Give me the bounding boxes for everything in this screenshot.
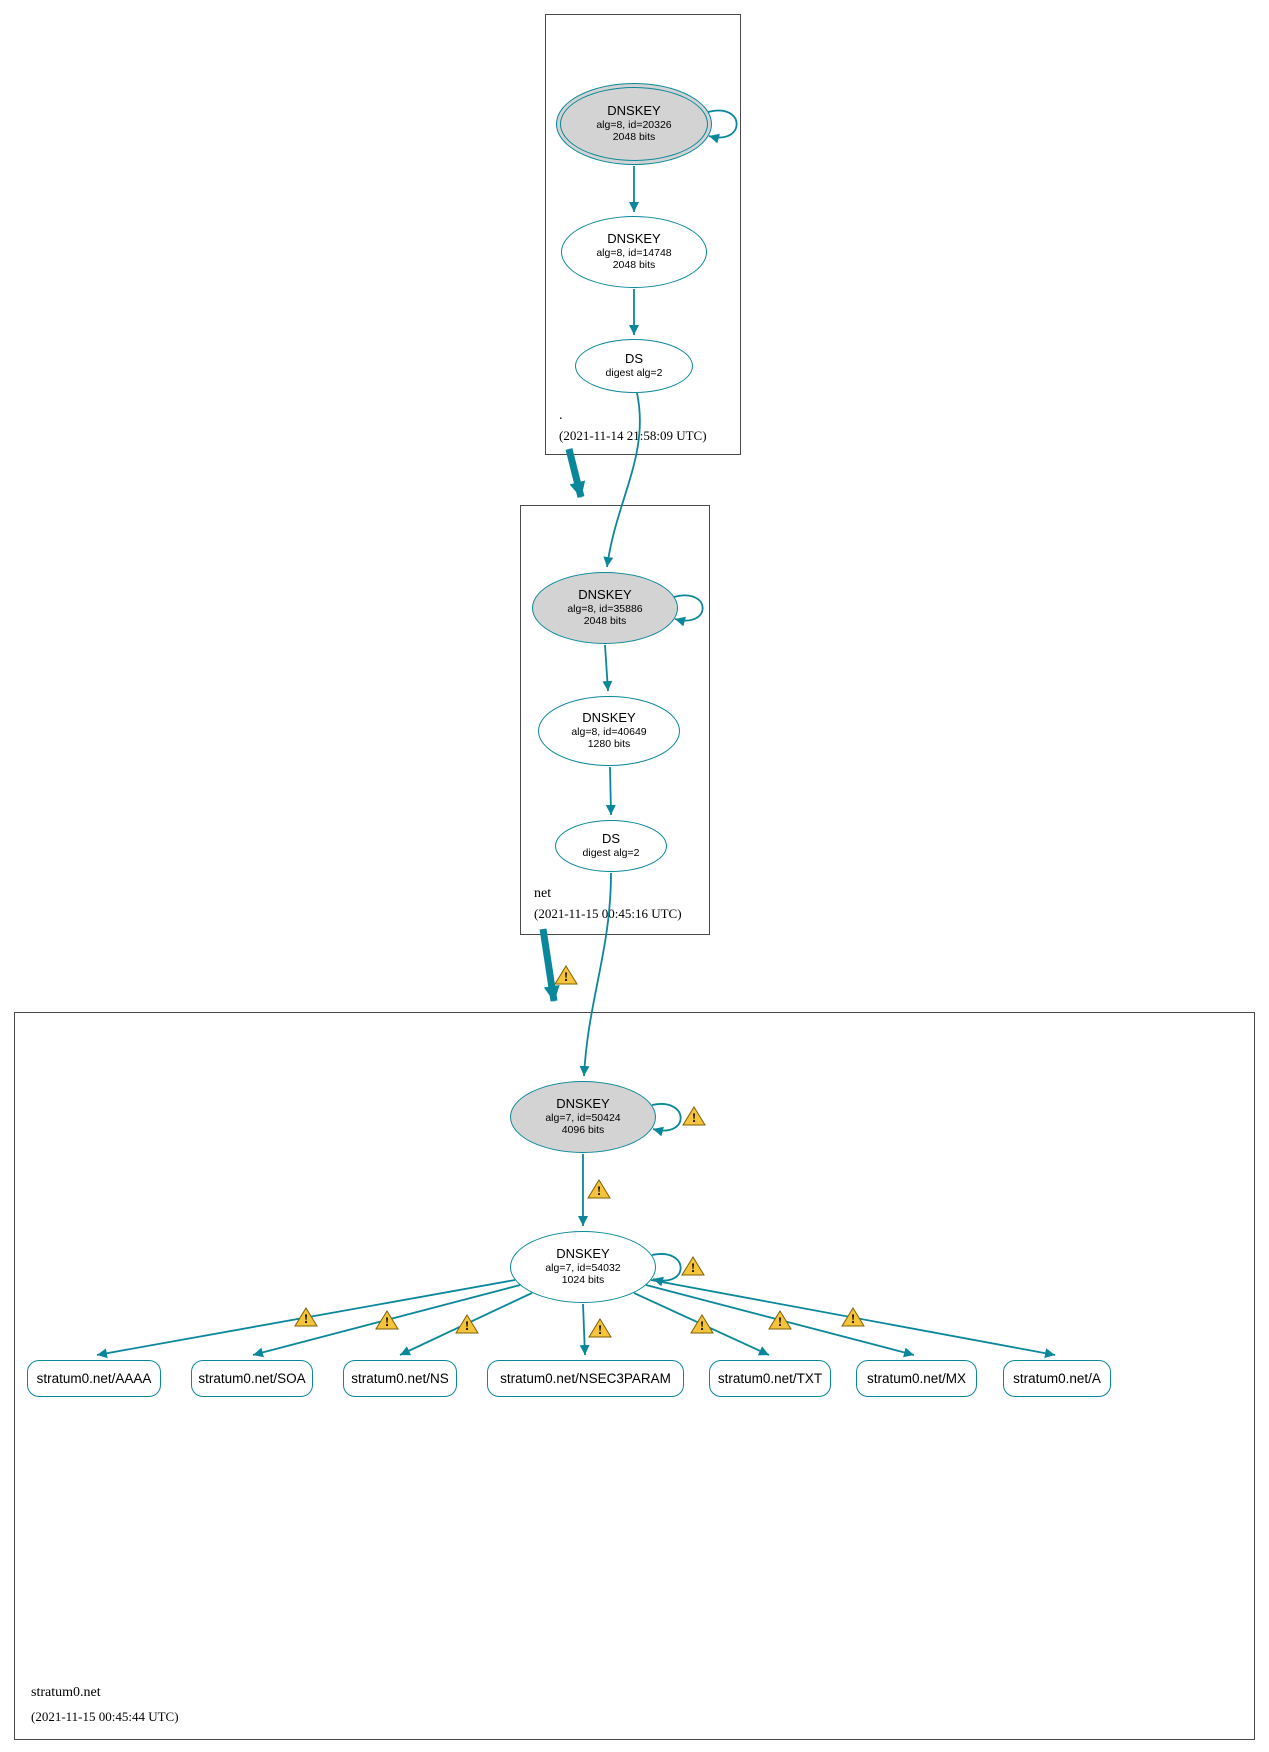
warning-glyph: ! [692, 1110, 696, 1125]
node-title: DNSKEY [556, 1245, 610, 1261]
zone-box-net: net (2021-11-15 00:45:16 UTC) [520, 505, 710, 935]
edge-rrsig-nsec3param [579, 1303, 590, 1356]
warning-triangle-icon: ! [768, 1310, 792, 1330]
node-detail: alg=8, id=14748 [596, 246, 672, 259]
zone-name-stratum0: stratum0.net [31, 1685, 101, 1700]
rrset-label: stratum0.net/MX [866, 1371, 967, 1386]
zone-timestamp-root: (2021-11-14 21:58:09 UTC) [559, 428, 707, 443]
dnskey-node-net-ksk: DNSKEY alg=8, id=35886 2048 bits [532, 572, 678, 644]
rrset-node-txt: stratum0.net/TXT [709, 1360, 831, 1397]
edge-net-zsk-ds [605, 766, 616, 816]
self-loop-stratum0-ksk [651, 1103, 682, 1137]
rrset-label: stratum0.net/TXT [717, 1371, 823, 1386]
warning-glyph: ! [385, 1314, 389, 1329]
node-detail: alg=7, id=50424 [545, 1111, 621, 1124]
node-detail: alg=7, id=54032 [545, 1261, 621, 1274]
rrset-node-aaaa: stratum0.net/AAAA [27, 1360, 161, 1397]
rrset-label: stratum0.net/A [1013, 1371, 1101, 1386]
node-title: DS [601, 831, 621, 847]
dnskey-node-root-zsk: DNSKEY alg=8, id=14748 2048 bits [561, 216, 707, 288]
rrset-label: stratum0.net/SOA [198, 1371, 306, 1386]
dnskey-node-root-ksk: DNSKEY alg=8, id=20326 2048 bits [556, 83, 712, 165]
edge-net-ds-stratum0-ksk [579, 872, 612, 1077]
rrset-node-a: stratum0.net/A [1003, 1360, 1111, 1397]
self-loop-net-ksk [673, 594, 704, 627]
warning-triangle-icon: ! [587, 1179, 611, 1199]
node-detail: alg=8, id=20326 [596, 118, 672, 131]
warning-glyph: ! [691, 1260, 695, 1275]
zone-box-stratum0: stratum0.net (2021-11-15 00:45:44 UTC) [14, 1012, 1255, 1740]
edge-net-ksk-zsk [602, 644, 613, 692]
zone-name-root: . [559, 408, 563, 423]
rrset-node-ns: stratum0.net/NS [343, 1360, 457, 1397]
warning-glyph: ! [564, 969, 568, 984]
warning-glyph: ! [778, 1314, 782, 1329]
warning-triangle-icon: ! [554, 965, 578, 985]
rrset-node-mx: stratum0.net/MX [856, 1360, 977, 1397]
dnskey-node-stratum0-zsk: DNSKEY alg=7, id=54032 1024 bits [510, 1231, 656, 1303]
warning-triangle-icon: ! [375, 1310, 399, 1330]
node-detail: digest alg=2 [605, 367, 663, 380]
ds-node-net: DS digest alg=2 [555, 820, 667, 872]
warning-triangle-icon: ! [690, 1314, 714, 1334]
node-bits: 2048 bits [612, 259, 656, 272]
warning-triangle-icon: ! [294, 1307, 318, 1327]
node-title: DS [624, 351, 644, 367]
warning-triangle-icon: ! [588, 1318, 612, 1338]
node-detail: alg=8, id=35886 [567, 602, 643, 615]
rrset-node-nsec3param: stratum0.net/NSEC3PARAM [487, 1360, 684, 1397]
zone-timestamp-stratum0: (2021-11-15 00:45:44 UTC) [31, 1709, 179, 1724]
warning-triangle-icon: ! [681, 1256, 705, 1276]
node-bits: 4096 bits [561, 1124, 605, 1137]
warning-glyph: ! [700, 1318, 704, 1333]
warning-glyph: ! [597, 1183, 601, 1198]
node-detail: digest alg=2 [582, 847, 640, 860]
warning-glyph: ! [851, 1311, 855, 1326]
rrset-label: stratum0.net/AAAA [36, 1371, 152, 1386]
node-title: DNSKEY [607, 230, 661, 246]
zone-name-net: net [534, 886, 552, 901]
dnskey-node-stratum0-ksk: DNSKEY alg=7, id=50424 4096 bits [510, 1081, 656, 1153]
node-title: DNSKEY [556, 1095, 610, 1111]
warning-glyph: ! [465, 1318, 469, 1333]
warning-triangle-icon: ! [841, 1307, 865, 1327]
node-bits: 2048 bits [612, 131, 656, 144]
zone-box-root: . (2021-11-14 21:58:09 UTC) [545, 14, 741, 455]
node-detail: alg=8, id=40649 [571, 725, 647, 738]
warning-triangle-icon: ! [455, 1314, 479, 1334]
warning-glyph: ! [304, 1311, 308, 1326]
dnskey-node-net-zsk: DNSKEY alg=8, id=40649 1280 bits [538, 696, 680, 766]
zone-timestamp-net: (2021-11-15 00:45:16 UTC) [534, 906, 682, 921]
rrset-label: stratum0.net/NS [351, 1371, 449, 1386]
rrset-label: stratum0.net/NSEC3PARAM [500, 1371, 671, 1386]
node-title: DNSKEY [578, 586, 632, 602]
edge-delegation-net-stratum0 [539, 928, 560, 1002]
node-bits: 1024 bits [561, 1274, 605, 1287]
node-title: DNSKEY [607, 102, 661, 118]
ds-node-root: DS digest alg=2 [575, 339, 693, 393]
edge-root-ds-net-ksk [603, 392, 641, 568]
node-title: DNSKEY [582, 709, 636, 725]
warning-glyph: ! [598, 1322, 602, 1337]
self-loop-root-ksk [707, 109, 738, 144]
node-bits: 1280 bits [587, 738, 631, 751]
self-loop-stratum0-zsk [651, 1253, 682, 1287]
node-bits: 2048 bits [583, 615, 627, 628]
rrset-node-soa: stratum0.net/SOA [191, 1360, 313, 1397]
warning-triangle-icon: ! [682, 1106, 706, 1126]
edge-delegation-root-net [565, 448, 586, 498]
